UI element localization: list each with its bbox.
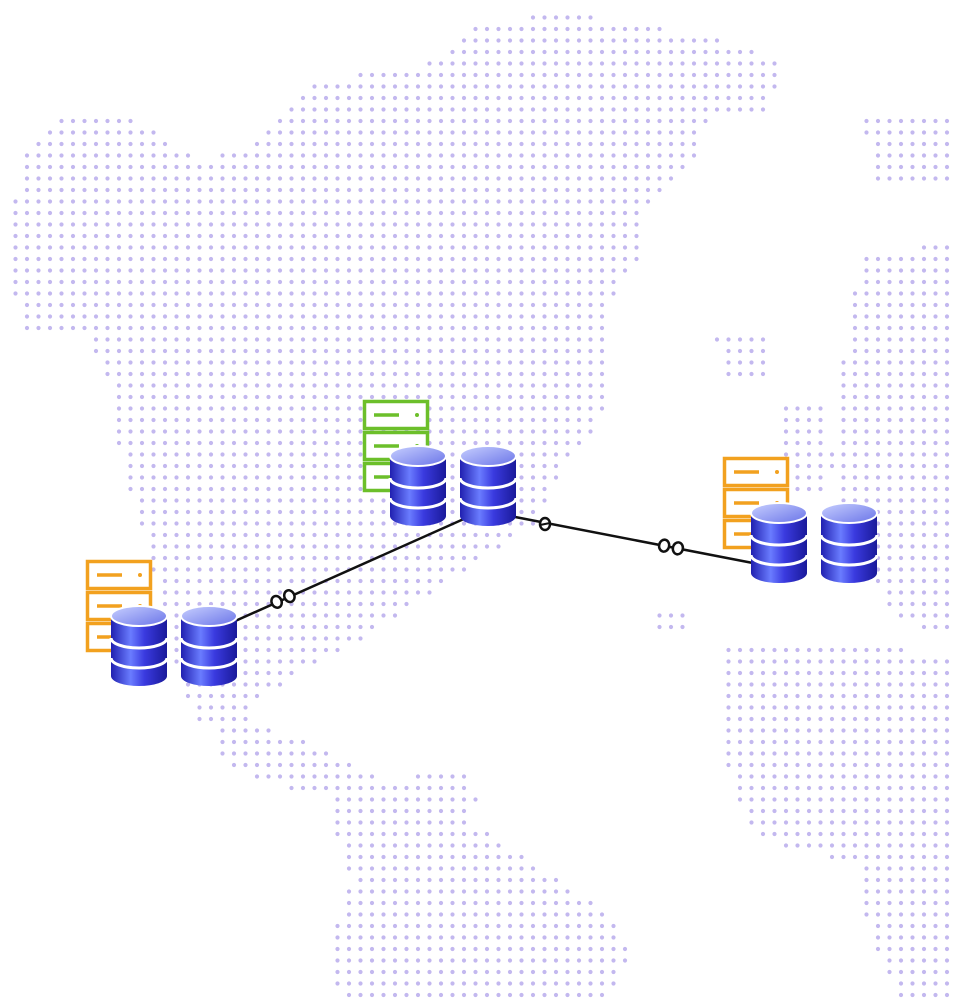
database-icon [388,444,448,528]
site-west[interactable] [85,559,239,688]
chain-link-icon [538,516,552,532]
world-map-background [13,15,950,998]
link-central-west [223,516,467,628]
database-icon [749,501,809,585]
database-icon [458,444,518,528]
database-icon [819,501,879,585]
database-icon [179,604,239,688]
database-icon [109,604,169,688]
link-central-east [509,514,759,566]
network-links [223,514,759,628]
